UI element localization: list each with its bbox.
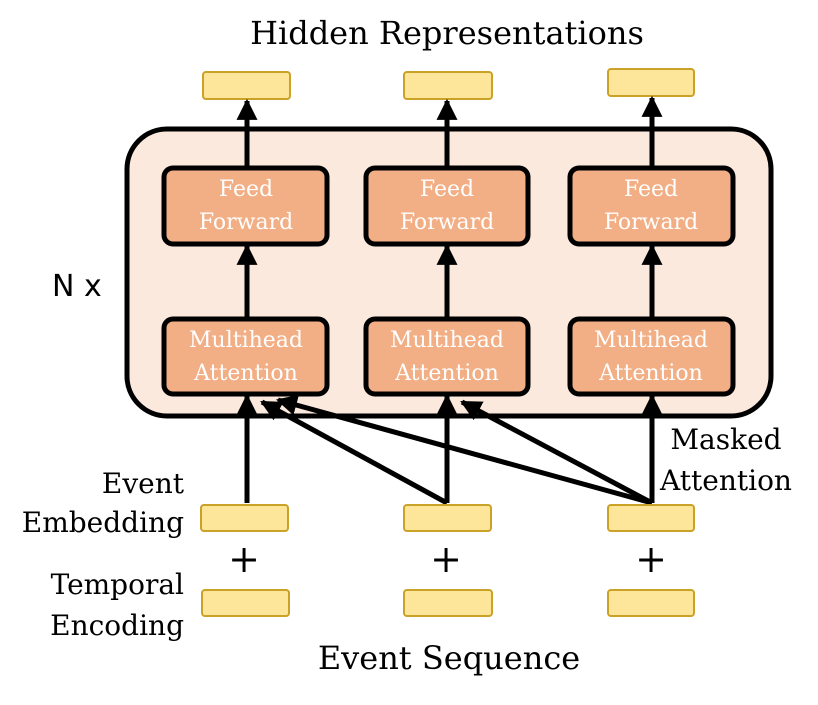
event-embedding-label-line2: Embedding bbox=[22, 506, 184, 539]
plus-sign-2: + bbox=[430, 537, 462, 581]
hidden-representation-tokens bbox=[202, 68, 695, 100]
event-embedding-token-3 bbox=[607, 504, 695, 532]
temporal-encoding-token-2 bbox=[403, 589, 493, 617]
feed-forward-box bbox=[567, 165, 736, 247]
event-embedding-token-2 bbox=[403, 504, 492, 532]
multihead-attention-block-2: Multihead Attention bbox=[363, 316, 531, 397]
feed-forward-block-3: Feed Forward bbox=[567, 165, 736, 247]
arrow-input3-to-mha2 bbox=[460, 399, 654, 506]
feed-forward-label-line1: Feed bbox=[420, 177, 474, 202]
arrow-input2-to-mha1 bbox=[260, 399, 449, 506]
multihead-attention-block-3: Multihead Attention bbox=[567, 316, 736, 397]
arrows bbox=[236, 95, 663, 506]
hidden-token-1 bbox=[202, 71, 291, 100]
multihead-attention-box bbox=[567, 316, 736, 397]
multihead-attention-label-line2: Attention bbox=[394, 361, 499, 386]
plus-sign-1: + bbox=[228, 537, 260, 581]
hidden-token-3 bbox=[607, 68, 695, 97]
temporal-encoding-label-line1: Temporal bbox=[51, 568, 184, 601]
masked-attention-label-line2: Attention bbox=[659, 464, 792, 497]
feed-forward-label-line1: Feed bbox=[624, 177, 678, 202]
feed-forward-box bbox=[161, 165, 330, 247]
feed-forward-label-line2: Forward bbox=[604, 210, 698, 235]
multihead-attention-box bbox=[161, 316, 330, 397]
event-embedding-tokens bbox=[200, 504, 695, 532]
feed-forward-box bbox=[363, 165, 531, 247]
multihead-attention-label-line2: Attention bbox=[598, 361, 703, 386]
event-embedding-label-line1: Event bbox=[102, 467, 185, 500]
multihead-attention-label-line2: Attention bbox=[193, 361, 298, 386]
diagram-title: Hidden Representations bbox=[250, 14, 644, 52]
arrow-input3-to-mha1 bbox=[275, 394, 653, 506]
multihead-attention-label-line1: Multihead bbox=[189, 328, 303, 353]
temporal-encoding-label-line2: Encoding bbox=[50, 609, 184, 642]
event-sequence-label: Event Sequence bbox=[318, 639, 580, 677]
feed-forward-block-2: Feed Forward bbox=[363, 165, 531, 247]
multihead-attention-blocks: Multihead Attention Multihead Attention … bbox=[161, 316, 736, 397]
multihead-attention-block-1: Multihead Attention bbox=[161, 316, 330, 397]
temporal-encoding-token-1 bbox=[201, 589, 290, 617]
feed-forward-label-line1: Feed bbox=[219, 177, 273, 202]
hidden-token-2 bbox=[403, 71, 493, 100]
feed-forward-block-1: Feed Forward bbox=[161, 165, 330, 247]
temporal-encoding-token-3 bbox=[607, 589, 695, 617]
feed-forward-label-line2: Forward bbox=[400, 210, 494, 235]
feed-forward-label-line2: Forward bbox=[199, 210, 293, 235]
multihead-attention-box bbox=[363, 316, 531, 397]
multihead-attention-label-line1: Multihead bbox=[390, 328, 504, 353]
masked-attention-label-line1: Masked bbox=[670, 423, 781, 456]
repeat-label: N x bbox=[52, 269, 102, 304]
event-embedding-token-1 bbox=[200, 504, 289, 532]
plus-sign-3: + bbox=[635, 537, 667, 581]
multihead-attention-label-line1: Multihead bbox=[594, 328, 708, 353]
feed-forward-blocks: Feed Forward Feed Forward Feed Forward bbox=[161, 165, 736, 247]
temporal-encoding-tokens bbox=[201, 589, 695, 617]
